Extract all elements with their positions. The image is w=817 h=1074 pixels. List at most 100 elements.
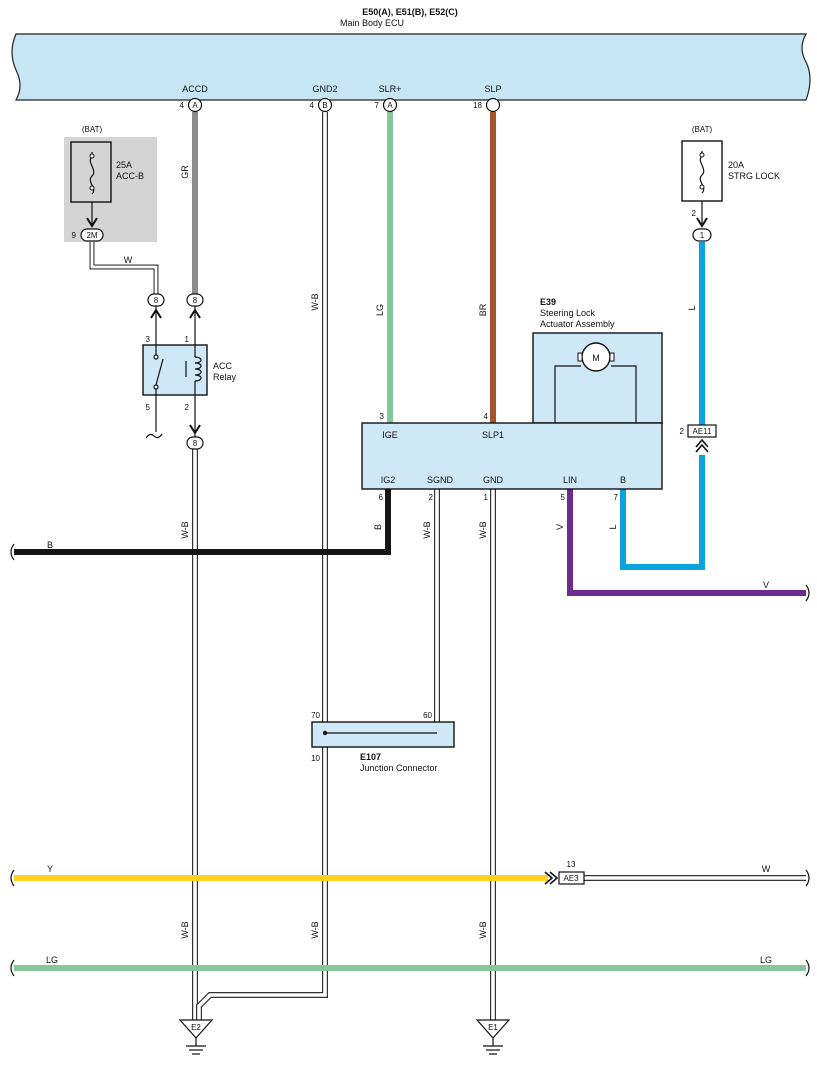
label-wb-e2-b: W-B (310, 921, 320, 938)
fuse-acc-b-conn: 2M (86, 231, 97, 240)
relay-coil-icon (185, 345, 202, 395)
fuse-acc-b-name: ACC-B (116, 171, 144, 181)
svg-text:4: 4 (180, 101, 185, 110)
actuator-label-slp1: SLP1 (482, 430, 504, 440)
actuator-pin-3: 3 (380, 412, 385, 421)
ecu-codes: E50(A), E51(B), E52(C) (362, 7, 458, 17)
actuator-label-ig2: IG2 (381, 475, 396, 485)
actuator-label-ige: IGE (382, 430, 398, 440)
arrow-down-icon (86, 217, 98, 228)
svg-text:M: M (592, 353, 600, 363)
main-body-ecu: E50(A), E51(B), E52(C) Main Body ECU ACC… (11, 7, 811, 101)
fuse-strg-rating: 20A (728, 160, 744, 170)
label-l-top: L (687, 305, 697, 310)
label-v-vertical: V (555, 524, 565, 530)
label-b-vertical: B (373, 524, 383, 530)
label-wb-gnd2: W-B (310, 293, 320, 310)
label-wb-e1: W-B (478, 921, 488, 938)
actuator-label-gnd: GND (483, 475, 504, 485)
relay-pin-2: 2 (185, 403, 190, 412)
actuator-label-lin: LIN (563, 475, 577, 485)
svg-text:8: 8 (193, 439, 198, 448)
actuator-pin-2: 2 (429, 493, 434, 502)
actuator-pin-7: 7 (614, 493, 619, 502)
label-lg-vertical: LG (375, 304, 385, 316)
svg-text:8: 8 (154, 296, 159, 305)
junction-code: E107 (360, 752, 381, 762)
relay-body (142, 344, 208, 396)
label-v-horizontal: V (763, 580, 769, 590)
fuse-acc-b: (BAT) 25A ACC-B 2M 9 (64, 125, 157, 242)
ecu-pin-slr: A 7 (375, 97, 398, 113)
label-wb-e2-a: W-B (180, 921, 190, 938)
fuse-strg-source: (BAT) (692, 125, 713, 134)
fuse-acc-b-source: (BAT) (82, 125, 103, 134)
junction-pin-60: 60 (423, 711, 432, 720)
relay-switch-icon (153, 345, 164, 395)
svg-text:4: 4 (310, 101, 315, 110)
wire-l-actuator (620, 455, 705, 570)
actuator-name-1: Steering Lock (540, 308, 596, 318)
wire-wb-gnd2 (196, 112, 328, 1020)
svg-text:AE3: AE3 (563, 874, 579, 883)
svg-text:8: 8 (193, 296, 198, 305)
ecu-pin-accd: A 4 (180, 97, 203, 113)
ecu-pin-label-slp: SLP (484, 84, 501, 94)
actuator-body (361, 422, 663, 490)
svg-text:AE11: AE11 (693, 427, 713, 436)
relay-name-1: ACC (213, 361, 233, 371)
label-wb-gnd: W-B (478, 521, 488, 538)
actuator-name-2: Actuator Assembly (540, 319, 615, 329)
relay-pin-3: 3 (146, 335, 151, 344)
junction-pin-10: 10 (311, 754, 320, 763)
double-arrow-icon (544, 871, 559, 885)
motor-icon: M (554, 342, 637, 424)
ecu-pin-label-accd: ACCD (182, 84, 208, 94)
relay-pin-5: 5 (146, 403, 151, 412)
label-gr: GR (180, 165, 190, 179)
label-w-top: W (124, 255, 133, 265)
wire-w-fuse-relay (89, 242, 159, 296)
junction-connector-e107: 70 60 10 E107 Junction Connector (311, 711, 455, 773)
svg-text:2: 2 (680, 427, 685, 436)
svg-text:A: A (192, 101, 198, 110)
ground-icon (186, 1038, 206, 1055)
label-b-horizontal: B (47, 540, 53, 550)
ecu-pin-label-slr: SLR+ (379, 84, 402, 94)
svg-text:7: 7 (375, 101, 380, 110)
fuse-acc-b-rating: 25A (116, 160, 132, 170)
wire-v (567, 489, 806, 596)
relay-pin-1: 1 (185, 335, 190, 344)
ecu-name: Main Body ECU (340, 18, 404, 28)
ground-e1: E1 (475, 1019, 511, 1055)
label-wb-sgnd: W-B (422, 521, 432, 538)
label-wb-relay: W-B (180, 521, 190, 538)
actuator-pin-1: 1 (484, 493, 489, 502)
label-y: Y (47, 864, 53, 874)
actuator-code: E39 (540, 297, 556, 307)
connector-ae3: AE3 13 (544, 860, 585, 885)
label-l-bottom: L (608, 524, 618, 529)
connector-ae11: AE11 2 (680, 424, 717, 453)
label-w-ae3: W (762, 864, 771, 874)
wire-b (14, 489, 391, 555)
double-arrow-icon (695, 438, 709, 453)
ecu-pin-gnd2: B 4 (310, 97, 333, 113)
svg-text:13: 13 (567, 860, 576, 869)
fuse-strg-pin: 2 (692, 209, 697, 218)
steering-lock-actuator: E39 Steering Lock Actuator Assembly M 3 … (361, 297, 663, 502)
svg-text:B: B (322, 101, 327, 110)
label-lg-left: LG (46, 955, 58, 965)
ecu-pin-slp: 18 (473, 97, 501, 113)
actuator-pin-4: 4 (484, 412, 489, 421)
svg-text:E2: E2 (191, 1023, 201, 1032)
fuse-strg-name: STRG LOCK (728, 171, 780, 181)
actuator-label-sgnd: SGND (427, 475, 454, 485)
arrow-down-icon (189, 424, 201, 435)
junction-body (311, 721, 455, 748)
svg-text:E1: E1 (488, 1023, 498, 1032)
fuse-acc-b-pin: 9 (72, 231, 77, 240)
ecu-pin-label-gnd2: GND2 (312, 84, 337, 94)
svg-text:A: A (387, 101, 393, 110)
